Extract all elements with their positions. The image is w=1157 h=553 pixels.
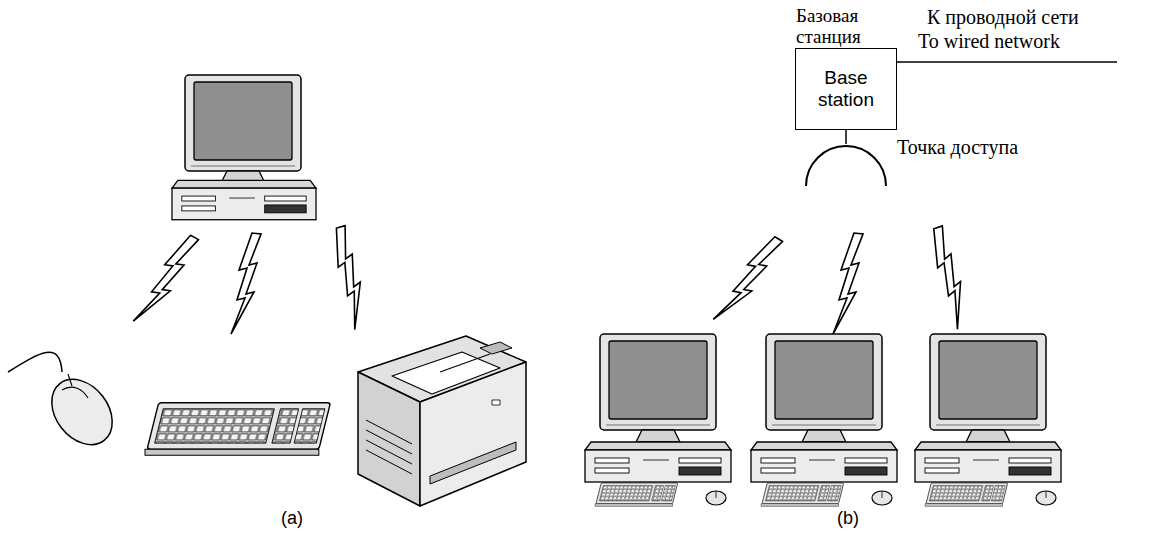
- wireless-bolt: [713, 228, 783, 332]
- antenna-stem: [845, 130, 847, 144]
- base-station-box: Базовая станцияBase station: [795, 48, 897, 130]
- box-text: Base station: [802, 67, 890, 111]
- network-label: К проводной сети: [927, 6, 1079, 28]
- antenna-arc: [806, 146, 886, 186]
- monitor: [185, 75, 301, 183]
- network-label-wrap: К проводной сети: [927, 6, 1079, 29]
- panel-label-wrap: (b): [837, 508, 859, 529]
- network-label-wrap: To wired network: [918, 30, 1060, 53]
- desktop-computer: [915, 334, 1061, 506]
- panel-label: (b): [837, 508, 859, 528]
- desktop-case: [172, 180, 316, 219]
- keyboard: [145, 403, 330, 456]
- wireless-bolt: [133, 227, 199, 332]
- wireless-bolt: [231, 233, 261, 334]
- printer: [358, 336, 526, 506]
- wireless-bolt: [833, 233, 863, 334]
- panel-label: (a): [281, 508, 303, 528]
- access-point-label-wrap: Точка доступа: [897, 136, 1018, 159]
- mouse: [8, 352, 125, 456]
- desktop-computer: [751, 334, 897, 506]
- panel-label-wrap: (a): [281, 508, 303, 529]
- box-heading: Базовая станция: [796, 5, 888, 47]
- access-point-label: Точка доступа: [897, 136, 1018, 158]
- wired-link: [897, 61, 1117, 63]
- wireless-bolt: [915, 225, 985, 329]
- wireless-bolt: [317, 225, 383, 330]
- desktop-computer: [585, 334, 731, 506]
- network-label: To wired network: [918, 30, 1060, 52]
